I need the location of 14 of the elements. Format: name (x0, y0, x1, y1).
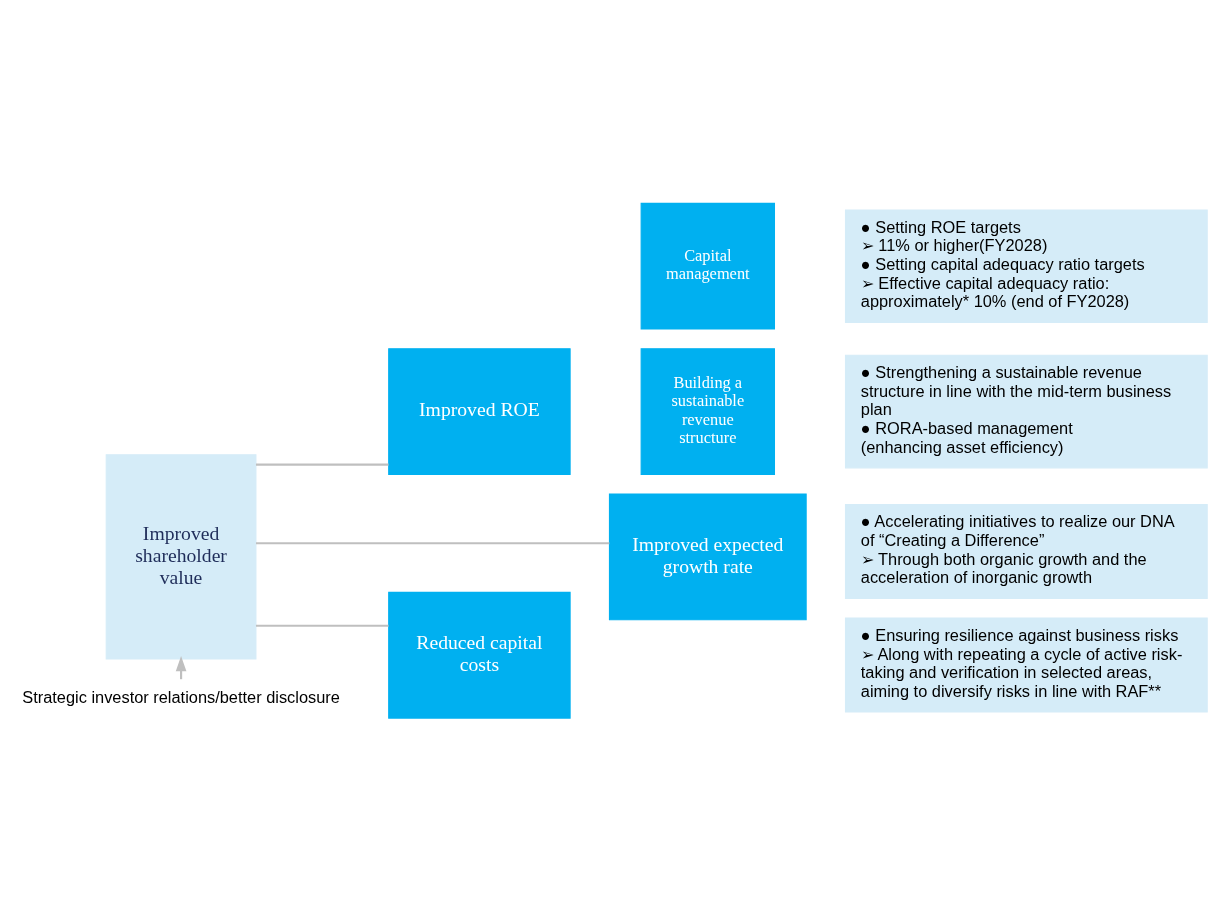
node-box: Capital management (640, 202, 775, 330)
node-text: Strategic investor relations/better disclosure (22, 687, 340, 706)
node-box: Improved expected growth rate (608, 493, 807, 620)
connector (255, 462, 389, 466)
node-box: Reduced capital costs (388, 591, 571, 719)
connector (256, 541, 610, 544)
node-box: Building a sustainable revenue structure (640, 347, 775, 475)
node-box: ● Accelerating initiatives to realize our DNA of “Creating a Difference” ➢ Through both organic growth and the acceleration of inorganic growth (844, 503, 1208, 599)
node-box: Improved ROE (388, 347, 571, 475)
connector (255, 624, 389, 627)
node-box: ● Strengthening a sustainable revenue structure in line with the mid-term business plan ● RORA-based management (enhancing asset efficiency) (844, 354, 1208, 468)
node-box: ● Setting ROE targets ➢ 11% or higher(FY2028) ● Setting capital adequacy ratio targets ➢ Effective capital adequacy ratio: approximately* 10% (end of FY2028) (844, 208, 1208, 323)
node-box: Improved shareholder value (105, 453, 257, 660)
node-box: ● Ensuring resilience against business risks ➢ Along with repeating a cycle of active risk-taking and verification in selected areas, aiming to diversify risks in line with RAF** (844, 617, 1208, 713)
